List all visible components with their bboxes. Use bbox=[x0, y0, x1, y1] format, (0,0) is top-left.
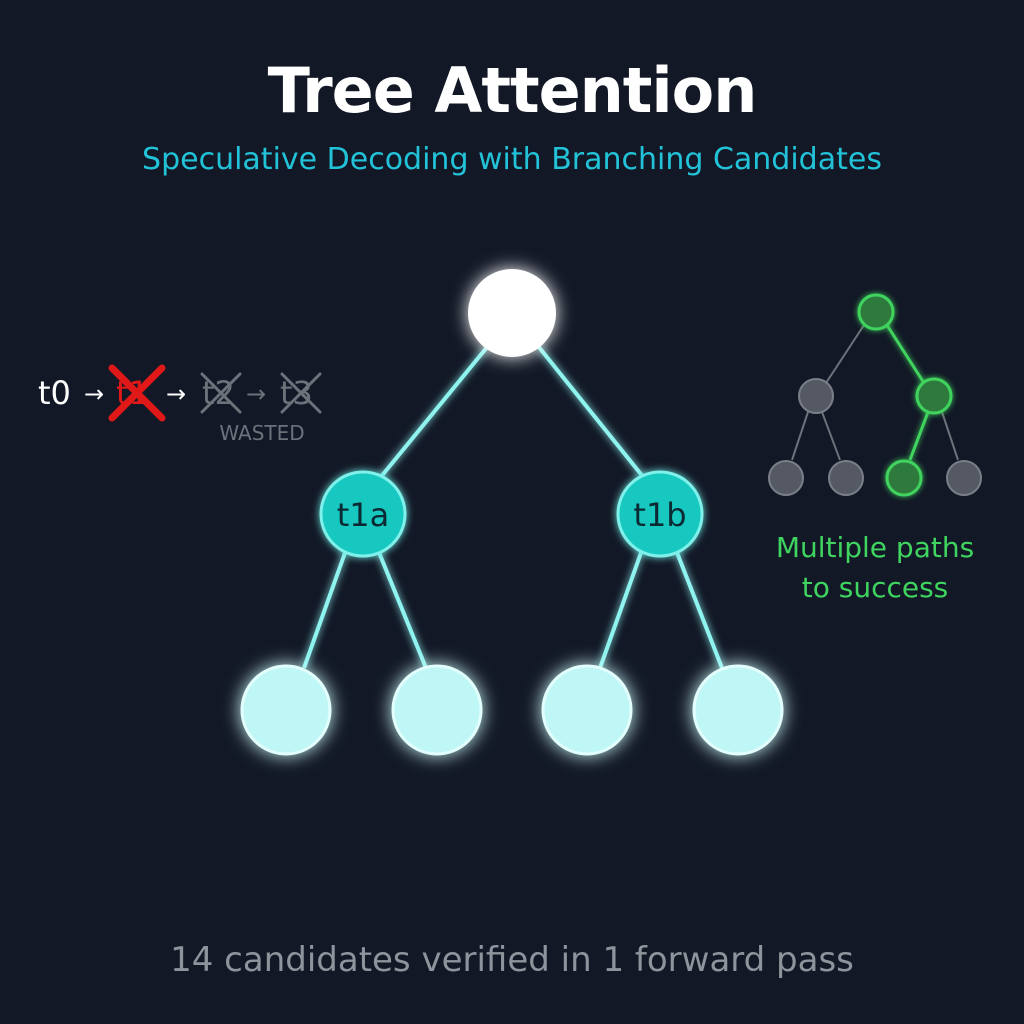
success-caption-line2: to success bbox=[801, 571, 949, 604]
leaf-node bbox=[391, 664, 483, 756]
node-t1a: t1a bbox=[319, 470, 407, 558]
node-t1b-label: t1b bbox=[633, 496, 686, 534]
edge-left-leaf2 bbox=[376, 549, 428, 669]
edge-right-leaf3 bbox=[598, 549, 644, 669]
mini-edges-success bbox=[883, 321, 930, 461]
node-t1a-label: t1a bbox=[337, 496, 390, 534]
edge-root-left bbox=[378, 344, 490, 480]
mini-node bbox=[946, 460, 982, 496]
leaf-node bbox=[240, 664, 332, 756]
leaf-node bbox=[692, 664, 784, 756]
edge-left-leaf1 bbox=[302, 549, 348, 669]
main-tree: t1a t1b bbox=[240, 269, 784, 756]
root-node bbox=[468, 269, 556, 357]
tree-edges bbox=[302, 344, 724, 669]
mini-edges-gray bbox=[791, 321, 959, 461]
mini-node-success bbox=[915, 377, 953, 415]
arrow-2: → bbox=[166, 380, 186, 408]
leaf-node bbox=[541, 664, 633, 756]
mini-node bbox=[798, 378, 834, 414]
wasted-label: WASTED bbox=[219, 421, 304, 445]
success-caption: Multiple paths to success bbox=[730, 528, 1020, 608]
sequential-chain: t0 → t1 → t2 → t3 WASTED bbox=[38, 364, 322, 445]
token-t3-wasted: t3 bbox=[280, 374, 313, 412]
token-t0: t0 bbox=[38, 374, 71, 412]
arrow-3: → bbox=[246, 380, 266, 408]
node-t1b: t1b bbox=[616, 470, 704, 558]
mini-node-success bbox=[885, 459, 923, 497]
mini-node bbox=[768, 460, 804, 496]
mini-node-success bbox=[857, 293, 895, 331]
page-subtitle: Speculative Decoding with Branching Cand… bbox=[142, 142, 882, 177]
wasted-x-icon bbox=[200, 372, 242, 414]
edge-root-right bbox=[536, 344, 646, 480]
edge-right-leaf4 bbox=[674, 549, 724, 669]
reject-x-icon bbox=[108, 364, 166, 422]
wasted-x-icon bbox=[280, 372, 322, 414]
success-caption-line1: Multiple paths bbox=[775, 531, 975, 564]
arrow-1: → bbox=[84, 380, 104, 408]
page-title: Tree Attention bbox=[267, 54, 758, 127]
mini-tree bbox=[768, 293, 982, 497]
mini-node bbox=[828, 460, 864, 496]
footer-caption: 14 candidates verified in 1 forward pass bbox=[170, 940, 854, 980]
